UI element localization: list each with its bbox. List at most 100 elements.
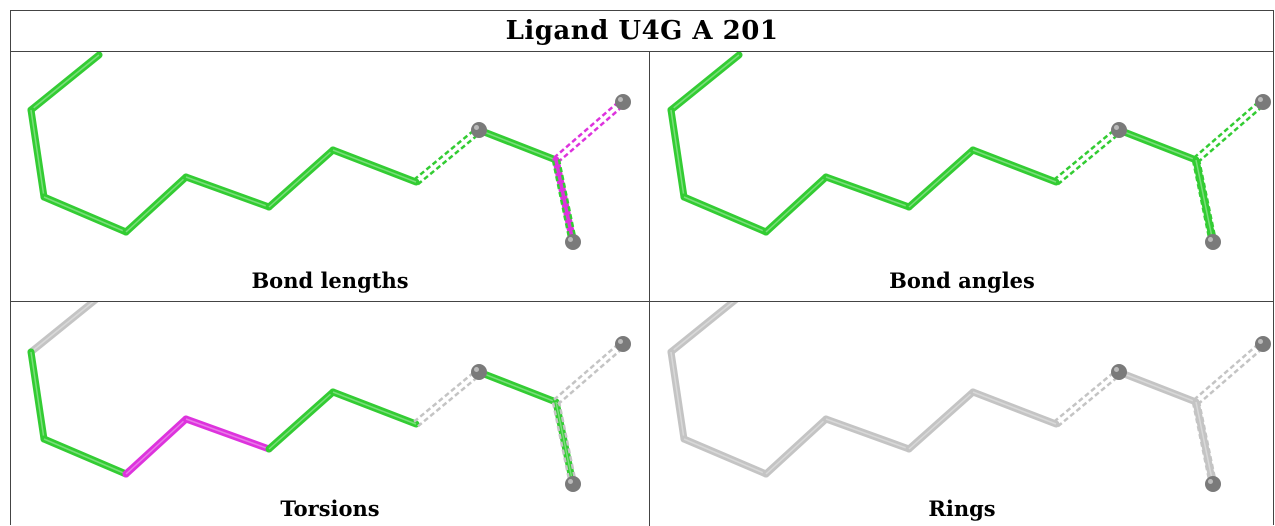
atom-sphere (1205, 476, 1221, 492)
bond-highlight (125, 418, 187, 475)
dashed-bond-line (1057, 131, 1122, 186)
bond-line (40, 193, 130, 236)
bond-line (667, 52, 743, 114)
bond-highlight (670, 351, 685, 440)
bond-highlight (825, 176, 910, 208)
atom-sphere (615, 94, 631, 110)
bond-line (552, 156, 577, 246)
bond-angles-structure (667, 52, 1271, 250)
bond-line (329, 146, 420, 186)
bond-line (1192, 156, 1217, 246)
column-divider (649, 51, 650, 526)
atom-highlight (1258, 339, 1263, 344)
bond-line (667, 106, 688, 201)
caption-rings: Rings (928, 496, 996, 521)
dashed-bond-line (557, 103, 626, 164)
bond-line (122, 415, 190, 478)
atom-highlight (618, 339, 623, 344)
bond-lengths-structure (27, 52, 631, 250)
bond-line (667, 302, 739, 356)
bond-line (905, 388, 977, 453)
bond-line (1115, 126, 1200, 164)
bond-line (182, 173, 273, 211)
dashed-bond-line (553, 340, 622, 401)
bond-line (969, 146, 1060, 186)
title-divider (11, 51, 1273, 52)
bond-highlight (332, 149, 417, 183)
bond-highlight (908, 391, 974, 450)
bond-line (40, 435, 130, 478)
bond-line (969, 388, 1060, 428)
dashed-bond-line (1057, 373, 1122, 428)
bond-highlight (125, 176, 187, 233)
atom-highlight (1208, 479, 1213, 484)
bond-highlight (825, 418, 910, 450)
dashed-bond-line (1197, 159, 1218, 242)
rings-structure (667, 302, 1271, 492)
bond-line (27, 52, 103, 114)
bond-line (265, 146, 337, 211)
bond-highlight (30, 351, 45, 440)
dashed-bond-line (413, 368, 478, 423)
figure-frame: Ligand U4G A 201 Bond lengths Bond angle… (10, 10, 1274, 526)
dashed-bond-line (553, 98, 622, 159)
bond-highlight (30, 302, 95, 353)
bond-highlight (765, 176, 827, 233)
bond-highlight (30, 109, 45, 198)
bond-highlight (1195, 401, 1214, 485)
bond-highlight (30, 54, 100, 111)
bond-line (905, 146, 977, 211)
atom-sphere (565, 234, 581, 250)
dashed-bond-line (1193, 340, 1262, 401)
bond-highlight (683, 438, 767, 475)
atom-highlight (618, 97, 623, 102)
bond-highlight (1118, 129, 1197, 161)
bond-line (122, 173, 190, 236)
dashed-bond-line (551, 402, 572, 485)
atom-sphere (471, 122, 487, 138)
atom-sphere (1111, 364, 1127, 380)
dashed-bond-line (557, 345, 626, 406)
bond-line (822, 173, 913, 211)
atom-sphere (1205, 234, 1221, 250)
bond-highlight (185, 418, 270, 450)
atom-highlight (568, 237, 573, 242)
bond-line (822, 415, 913, 453)
panel-rings: Rings (650, 302, 1274, 526)
bond-line (667, 348, 688, 443)
figure-title: Ligand U4G A 201 (505, 16, 779, 46)
atom-highlight (474, 367, 479, 372)
panel-torsions: Torsions (11, 302, 649, 526)
bond-line (552, 398, 577, 488)
bond-line (475, 368, 560, 406)
bond-line (27, 302, 99, 356)
caption-torsions: Torsions (280, 496, 380, 521)
bond-highlight (185, 176, 270, 208)
panel-bond-angles: Bond angles (650, 52, 1274, 301)
bond-line (182, 415, 273, 453)
bond-highlight (478, 371, 557, 403)
bond-highlight (478, 129, 557, 161)
dashed-bond-line (1053, 368, 1118, 423)
atom-sphere (1255, 336, 1271, 352)
bond-highlight (43, 196, 127, 233)
bond-highlight (332, 391, 417, 425)
bond-highlight (972, 149, 1057, 183)
atom-sphere (1255, 94, 1271, 110)
bond-line (27, 106, 48, 201)
bond-line (265, 388, 337, 453)
atom-highlight (1258, 97, 1263, 102)
bond-line (1192, 398, 1217, 488)
bond-line (680, 435, 770, 478)
bond-line (329, 388, 420, 428)
dashed-bond-line (1191, 402, 1212, 485)
bond-highlight (1118, 371, 1197, 403)
dashed-bond-line (1197, 345, 1266, 406)
caption-bond-lengths: Bond lengths (251, 268, 409, 293)
dashed-bond-line (1197, 401, 1218, 484)
bond-highlight (43, 438, 127, 475)
dashed-bond-line (417, 373, 482, 428)
dashed-bond-line (1197, 103, 1266, 164)
dashed-bond-line (1191, 160, 1212, 243)
dashed-bond-line (413, 126, 478, 181)
